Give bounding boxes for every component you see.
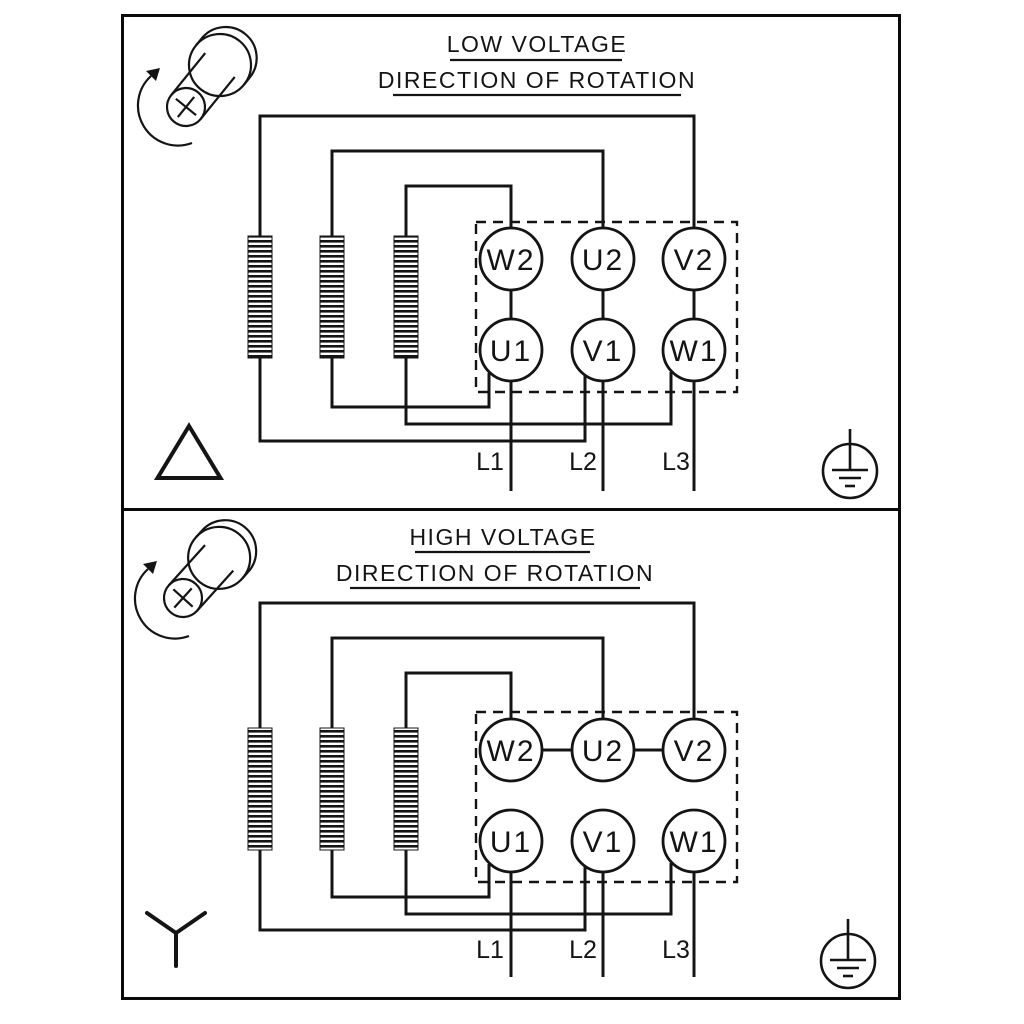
terminal-label: U2	[582, 735, 624, 768]
motor-windings	[247, 727, 419, 851]
supply-line-label: L2	[569, 936, 597, 964]
terminal-label: W2	[487, 735, 536, 768]
terminal-v1: V1	[570, 317, 636, 383]
terminal-w2: W2	[478, 717, 544, 783]
terminal-label: V2	[674, 735, 715, 768]
terminal-v1: V1	[570, 808, 636, 874]
supply-line-l3: L3	[662, 872, 696, 977]
shaft-end-face	[165, 86, 207, 128]
supply-line-l3: L3	[662, 381, 696, 491]
supply-line-label: L3	[662, 448, 690, 476]
terminal-v2: V2	[661, 717, 727, 783]
motor-rotation-icon	[133, 519, 258, 640]
terminal-label: V1	[583, 826, 624, 859]
terminal-u1: U1	[478, 317, 544, 383]
star-connection-icon	[145, 911, 207, 968]
supply-line-label: L1	[476, 448, 504, 476]
rotation-arrow-arc	[136, 75, 193, 147]
wiring-lines	[258, 601, 696, 932]
terminal-u2: U2	[570, 226, 636, 292]
terminal-label: W1	[670, 826, 719, 859]
terminal-label: U1	[490, 335, 532, 368]
winding-coil	[393, 235, 419, 359]
high-voltage-panel: HIGH VOLTAGE DIRECTION OF ROTATION	[121, 508, 901, 1000]
earth-ground-icon	[819, 919, 877, 990]
winding-coil	[393, 727, 419, 851]
terminal-w1: W1	[661, 808, 727, 874]
terminal-v2: V2	[661, 226, 727, 292]
supply-line-label: L2	[569, 448, 597, 476]
motor-windings	[247, 235, 419, 359]
rotation-arrow-icon	[146, 68, 160, 81]
terminal-label: W2	[487, 244, 536, 277]
earth-ground-icon	[821, 429, 879, 500]
terminal-box-outline	[474, 220, 739, 394]
supply-line-label: L1	[476, 936, 504, 964]
winding-coil	[247, 235, 273, 359]
supply-line-label: L3	[662, 936, 690, 964]
delta-connection-icon	[153, 422, 225, 480]
terminal-label: U1	[490, 826, 532, 859]
terminal-label: W1	[670, 335, 719, 368]
delta-link-bars	[509, 290, 696, 320]
supply-line-l2: L2	[569, 872, 605, 977]
terminal-u1: U1	[478, 808, 544, 874]
terminal-label: U2	[582, 244, 624, 277]
winding-coil	[247, 727, 273, 851]
terminal-label: V2	[674, 244, 715, 277]
rotation-arrow-icon	[143, 561, 157, 574]
terminal-u2: U2	[570, 717, 636, 783]
wiring-lines	[258, 114, 696, 443]
rotation-arrow-arc	[133, 568, 190, 640]
terminal-w2: W2	[478, 226, 544, 292]
winding-coil	[319, 235, 345, 359]
terminal-box-outline	[474, 710, 739, 884]
terminal-w1: W1	[661, 317, 727, 383]
low-voltage-panel: LOW VOLTAGE DIRECTION OF ROTATION	[121, 14, 901, 511]
panel-subtitle: DIRECTION OF ROTATION	[336, 560, 654, 586]
supply-line-l2: L2	[569, 381, 605, 491]
supply-line-l1: L1	[476, 381, 513, 491]
supply-line-l1: L1	[476, 872, 513, 977]
winding-coil	[319, 727, 345, 851]
panel-title: HIGH VOLTAGE	[409, 524, 596, 550]
terminal-label: V1	[583, 335, 624, 368]
panel-subtitle: DIRECTION OF ROTATION	[378, 67, 696, 93]
panel-title: LOW VOLTAGE	[447, 31, 628, 57]
motor-rotation-icon	[136, 25, 258, 147]
